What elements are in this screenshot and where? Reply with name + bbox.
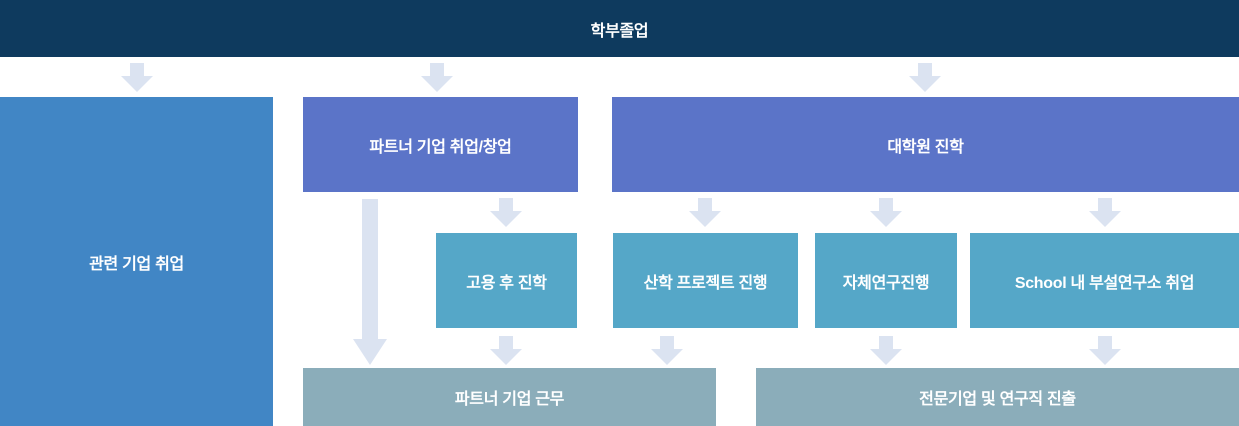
node-school-research-institute-employment: School 내 부설연구소 취업	[970, 233, 1239, 328]
header-title: 학부졸업	[590, 22, 649, 40]
down-arrow-icon	[689, 198, 721, 227]
node-independent-research: 자체연구진행	[815, 233, 957, 328]
node-partner-company-employment-startup: 파트너 기업 취업/창업	[303, 97, 578, 192]
down-arrow-icon	[909, 63, 941, 92]
down-arrow-icon	[870, 336, 902, 365]
node-professional-research-advancement: 전문기업 및 연구직 진출	[756, 368, 1239, 426]
node-study-after-employment: 고용 후 진학	[436, 233, 577, 328]
down-arrow-icon	[421, 63, 453, 92]
node-related-company-employment: 관련 기업 취업	[0, 97, 273, 426]
down-arrow-icon	[870, 198, 902, 227]
down-arrow-icon	[1089, 198, 1121, 227]
down-arrow-icon	[490, 198, 522, 227]
down-arrow-icon	[121, 63, 153, 92]
long-down-arrow-icon	[353, 199, 387, 365]
down-arrow-icon	[651, 336, 683, 365]
node-graduate-school: 대학원 진학	[612, 97, 1239, 192]
down-arrow-icon	[490, 336, 522, 365]
down-arrow-icon	[1089, 336, 1121, 365]
node-industry-academia-project: 산학 프로젝트 진행	[613, 233, 798, 328]
node-partner-company-work: 파트너 기업 근무	[303, 368, 716, 426]
header-undergrad-graduation: 학부졸업	[0, 0, 1239, 57]
